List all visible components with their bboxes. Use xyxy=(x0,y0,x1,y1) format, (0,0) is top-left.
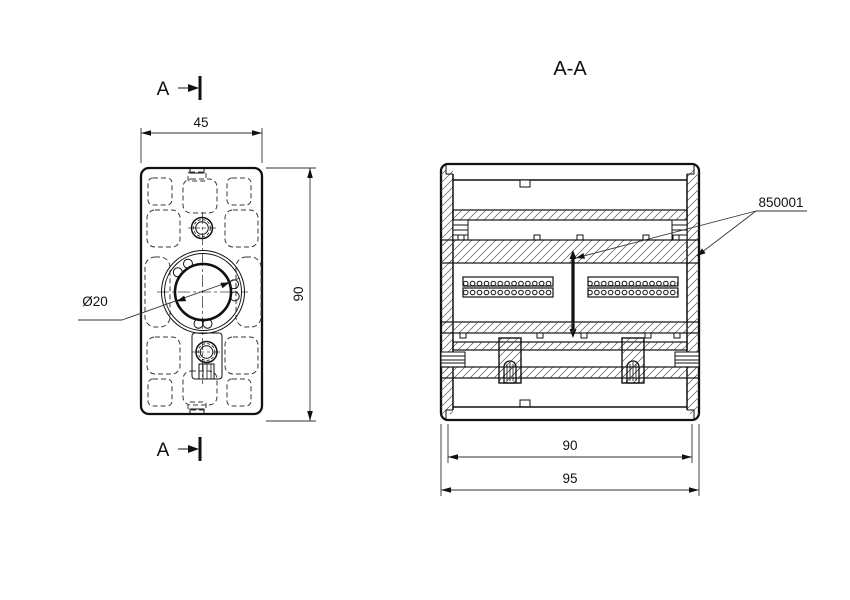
part-number-callout: 850001 xyxy=(575,195,807,259)
central-bore xyxy=(161,250,245,334)
cut-plane-label-bottom: A xyxy=(157,440,170,461)
front-view: A A 45 90 xyxy=(78,76,316,461)
bottom-edge-tab xyxy=(189,408,205,414)
dim-width-label: 45 xyxy=(193,115,208,130)
left-screw-slot xyxy=(503,360,517,384)
cut-plane-marker-top: A xyxy=(157,76,202,100)
section-view-aa: A-A xyxy=(439,58,807,496)
upper-plate xyxy=(452,209,688,221)
right-screw-slot xyxy=(626,360,640,384)
dimension-body-90: 90 xyxy=(447,424,693,463)
top-edge-tab xyxy=(189,168,205,174)
hidden-pockets xyxy=(144,171,262,411)
cut-plane-marker-bottom: A xyxy=(157,437,202,461)
post-and-screw-area xyxy=(440,337,700,384)
dim-body-label: 90 xyxy=(562,438,577,453)
bearing-roller-strips xyxy=(462,276,679,298)
dim-overall-label: 95 xyxy=(562,471,577,486)
dimension-width-45: 45 xyxy=(140,115,263,163)
top-threaded-hole xyxy=(190,216,214,240)
dimension-overall-95: 95 xyxy=(440,424,700,496)
top-cap xyxy=(445,164,695,188)
cut-plane-arrow-bottom xyxy=(188,445,199,453)
cut-plane-arrow-top xyxy=(188,84,199,92)
upper-bearing-seats xyxy=(452,219,688,241)
front-outline xyxy=(139,166,264,416)
cut-plane-label-top: A xyxy=(157,79,170,100)
section-title: A-A xyxy=(553,58,587,80)
bottom-cap xyxy=(445,399,695,420)
mid-plate xyxy=(440,234,700,264)
part-number-label: 850001 xyxy=(758,195,803,210)
bottom-hole-feature xyxy=(191,332,223,380)
dimension-bore-diameter: Ø20 xyxy=(78,277,241,321)
bore-diameter-label: Ø20 xyxy=(82,294,108,309)
lower-plate xyxy=(440,321,700,339)
bore-circle xyxy=(173,262,233,322)
dim-height-label: 90 xyxy=(291,286,306,301)
dimension-height-90: 90 xyxy=(266,167,316,422)
